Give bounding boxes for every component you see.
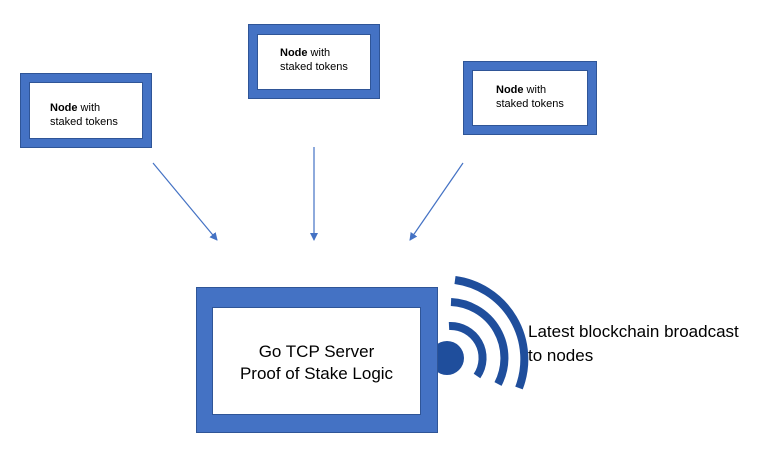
node-box-3: Node with staked tokens xyxy=(463,61,597,135)
node-title-rest: with xyxy=(77,102,101,114)
server-box-inner: Go TCP Server Proof of Stake Logic xyxy=(212,307,421,415)
node-box-2-inner: Node with staked tokens xyxy=(257,34,371,90)
node-box-2: Node with staked tokens xyxy=(248,24,380,99)
broadcast-line-2: to nodes xyxy=(528,346,594,365)
server-title: Go TCP Server xyxy=(258,342,375,361)
signal-arc-3 xyxy=(454,276,529,390)
arrow-node-1-to-server xyxy=(152,162,218,241)
node-title: Node xyxy=(280,47,308,59)
server-box: Go TCP Server Proof of Stake Logic xyxy=(196,287,438,433)
server-label: Go TCP Server Proof of Stake Logic xyxy=(213,341,420,385)
signal-arc-1 xyxy=(448,321,487,379)
node-label-3: Node with staked tokens xyxy=(496,83,564,111)
broadcast-line-1: Latest blockchain broadcast xyxy=(528,322,739,341)
broadcast-label: Latest blockchain broadcast to nodes xyxy=(528,320,739,368)
wifi-signal-icon xyxy=(430,276,529,390)
server-subtitle: Proof of Stake Logic xyxy=(239,364,394,383)
node-box-1: Node with staked tokens xyxy=(20,73,152,148)
node-title: Node xyxy=(50,102,78,114)
node-title-rest: with xyxy=(307,47,331,59)
node-subtitle: staked tokens xyxy=(496,98,564,110)
node-label-2: Node with staked tokens xyxy=(280,46,348,74)
node-box-3-inner: Node with staked tokens xyxy=(472,70,588,126)
node-title-rest: with xyxy=(523,84,547,96)
arrow-node-3-to-server xyxy=(409,162,464,241)
node-subtitle: staked tokens xyxy=(280,61,348,73)
node-title: Node xyxy=(496,84,524,96)
node-subtitle: staked tokens xyxy=(50,116,118,128)
node-label-1: Node with staked tokens xyxy=(50,101,118,129)
node-box-1-inner: Node with staked tokens xyxy=(29,82,143,139)
signal-dot xyxy=(430,341,464,375)
signal-arc-2 xyxy=(450,298,509,386)
